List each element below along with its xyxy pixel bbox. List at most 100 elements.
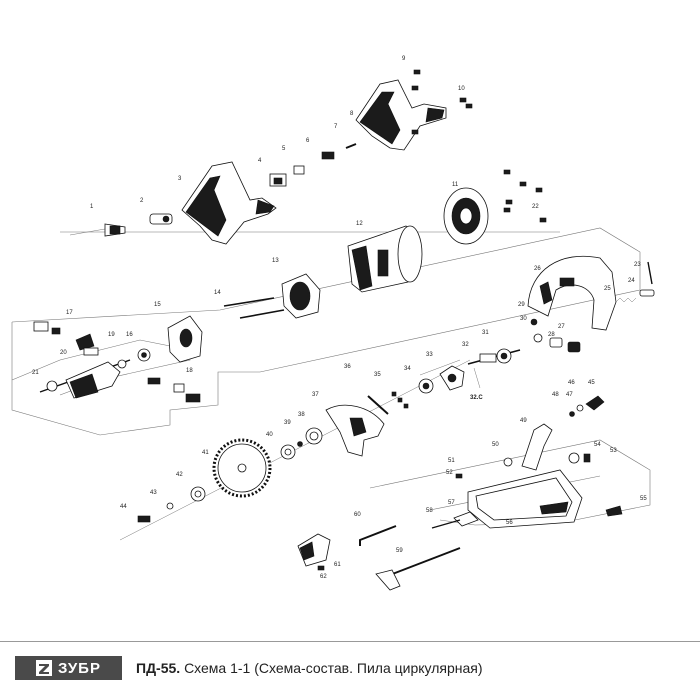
- part-number-label: 62: [320, 574, 327, 580]
- part-bearing-holder: [167, 315, 203, 363]
- part-inner-guard: [325, 404, 385, 457]
- part-lock-button: [321, 151, 335, 160]
- screws-handle: [411, 69, 547, 223]
- part-saw-blade: [212, 438, 272, 498]
- part-spindle-set: [530, 318, 581, 353]
- part-number-label: 25: [604, 286, 611, 292]
- part-number-label: 3: [178, 176, 182, 182]
- part-brush-holders: [33, 321, 201, 403]
- part-number-label: 27: [558, 324, 565, 330]
- part-number-label: 49: [520, 418, 527, 424]
- part-blade-bolt: [137, 515, 151, 523]
- footer-divider: [0, 641, 700, 642]
- part-number-label: 50: [492, 442, 499, 448]
- part-number-label: 19: [108, 332, 115, 338]
- part-number-label: 11: [452, 182, 459, 188]
- part-stator: [281, 273, 321, 319]
- part-number-label: 36: [344, 364, 351, 370]
- part-handle-left: [181, 161, 277, 245]
- part-number-label: 12: [356, 221, 363, 227]
- part-number-label: 56: [506, 520, 513, 526]
- part-bearing-34: [418, 378, 434, 394]
- part-number-label: 52: [446, 470, 453, 476]
- part-number-label: 16: [126, 332, 133, 338]
- logo-text: ЗУБР: [58, 659, 101, 677]
- part-number-label: 8: [350, 111, 354, 117]
- part-number-label: 46: [568, 380, 575, 386]
- part-number-label: 9: [402, 56, 406, 62]
- part-parallel-guide: [375, 547, 461, 591]
- part-number-labels: 1234567891011121314151617181920212223242…: [32, 56, 647, 580]
- part-number-label: 51: [448, 458, 455, 464]
- diagram-caption: Схема 1-1 (Схема-состав. Пила циркулярна…: [184, 660, 483, 676]
- part-number-label: 26: [534, 266, 541, 272]
- part-outer-flange: [190, 486, 206, 502]
- exploded-parts-diagram: 1234567891011121314151617181920212223242…: [11, 56, 655, 591]
- part-depth-bracket: [521, 423, 553, 471]
- part-number-label: 14: [214, 290, 221, 296]
- part-number-label: 55: [640, 496, 647, 502]
- part-number-label: 31: [482, 330, 489, 336]
- zubr-logo-icon: [36, 660, 53, 676]
- brand-logo: ЗУБР: [15, 656, 122, 680]
- part-number-label: 23: [634, 262, 641, 268]
- part-number-label: 15: [154, 302, 161, 308]
- part-number-label: 18: [186, 368, 193, 374]
- part-number-label: 6: [306, 138, 310, 144]
- part-armature: [39, 359, 131, 399]
- part-bevel-knob: [568, 452, 591, 464]
- part-washer-43: [166, 502, 174, 510]
- part-number-label: 2: [140, 198, 144, 204]
- part-number-label: 30: [520, 316, 527, 322]
- part-number-label: 32: [462, 342, 469, 348]
- part-number-label: 35: [374, 372, 381, 378]
- model-number: ПД-55.: [136, 660, 181, 676]
- part-number-label: 10: [458, 86, 465, 92]
- part-blade-guard: [527, 255, 617, 331]
- part-depth-lever: [569, 395, 605, 417]
- part-number-label: 60: [354, 512, 361, 518]
- part-dust-port: [297, 533, 331, 571]
- part-number-label: 13: [272, 258, 279, 264]
- part-number-label: 33: [426, 352, 433, 358]
- part-clip-55: [605, 505, 623, 517]
- part-number-label: 38: [298, 412, 305, 418]
- part-number-label: 5: [282, 146, 286, 152]
- part-number-label: 42: [176, 472, 183, 478]
- part-number-label: 7: [334, 124, 338, 130]
- part-number-label: 58: [426, 508, 433, 514]
- part-number-label: 37: [312, 392, 319, 398]
- part-pins: [367, 391, 409, 415]
- part-base-plate: [467, 469, 583, 529]
- part-gear-shaft: [467, 348, 521, 365]
- part-spring-pin-set: [615, 261, 655, 303]
- part-number-label: 59: [396, 548, 403, 554]
- part-number-label: 40: [266, 432, 273, 438]
- part-number-label: 43: [150, 490, 157, 496]
- part-number-label: 20: [60, 350, 67, 356]
- part-switch: [269, 173, 287, 187]
- part-cable-clamp: [149, 213, 173, 225]
- part-number-label: 45: [588, 380, 595, 386]
- part-handle-right: [355, 79, 447, 151]
- part-number-label: 48: [552, 392, 559, 398]
- callout-32c-label: 32.C: [470, 395, 483, 401]
- part-washer-50: [503, 457, 513, 467]
- part-motor-end-cover: [443, 187, 489, 245]
- part-hex-key: [359, 525, 397, 546]
- part-number-label: 17: [66, 310, 73, 316]
- part-number-label: 61: [334, 562, 341, 568]
- part-number-label: 28: [548, 332, 555, 338]
- part-carbon-brush: [75, 333, 99, 356]
- part-motor-screws: [223, 297, 285, 319]
- part-spring-pin: [345, 143, 357, 149]
- part-switch-cover: [293, 165, 305, 175]
- part-flange-38: [305, 427, 323, 445]
- part-number-label: 54: [594, 442, 601, 448]
- part-fence-bracket: [431, 511, 479, 529]
- part-number-label: 57: [448, 500, 455, 506]
- part-bearing-16: [137, 348, 151, 362]
- part-flange-40: [280, 444, 296, 460]
- part-number-label: 44: [120, 504, 127, 510]
- part-number-label: 53: [610, 448, 617, 454]
